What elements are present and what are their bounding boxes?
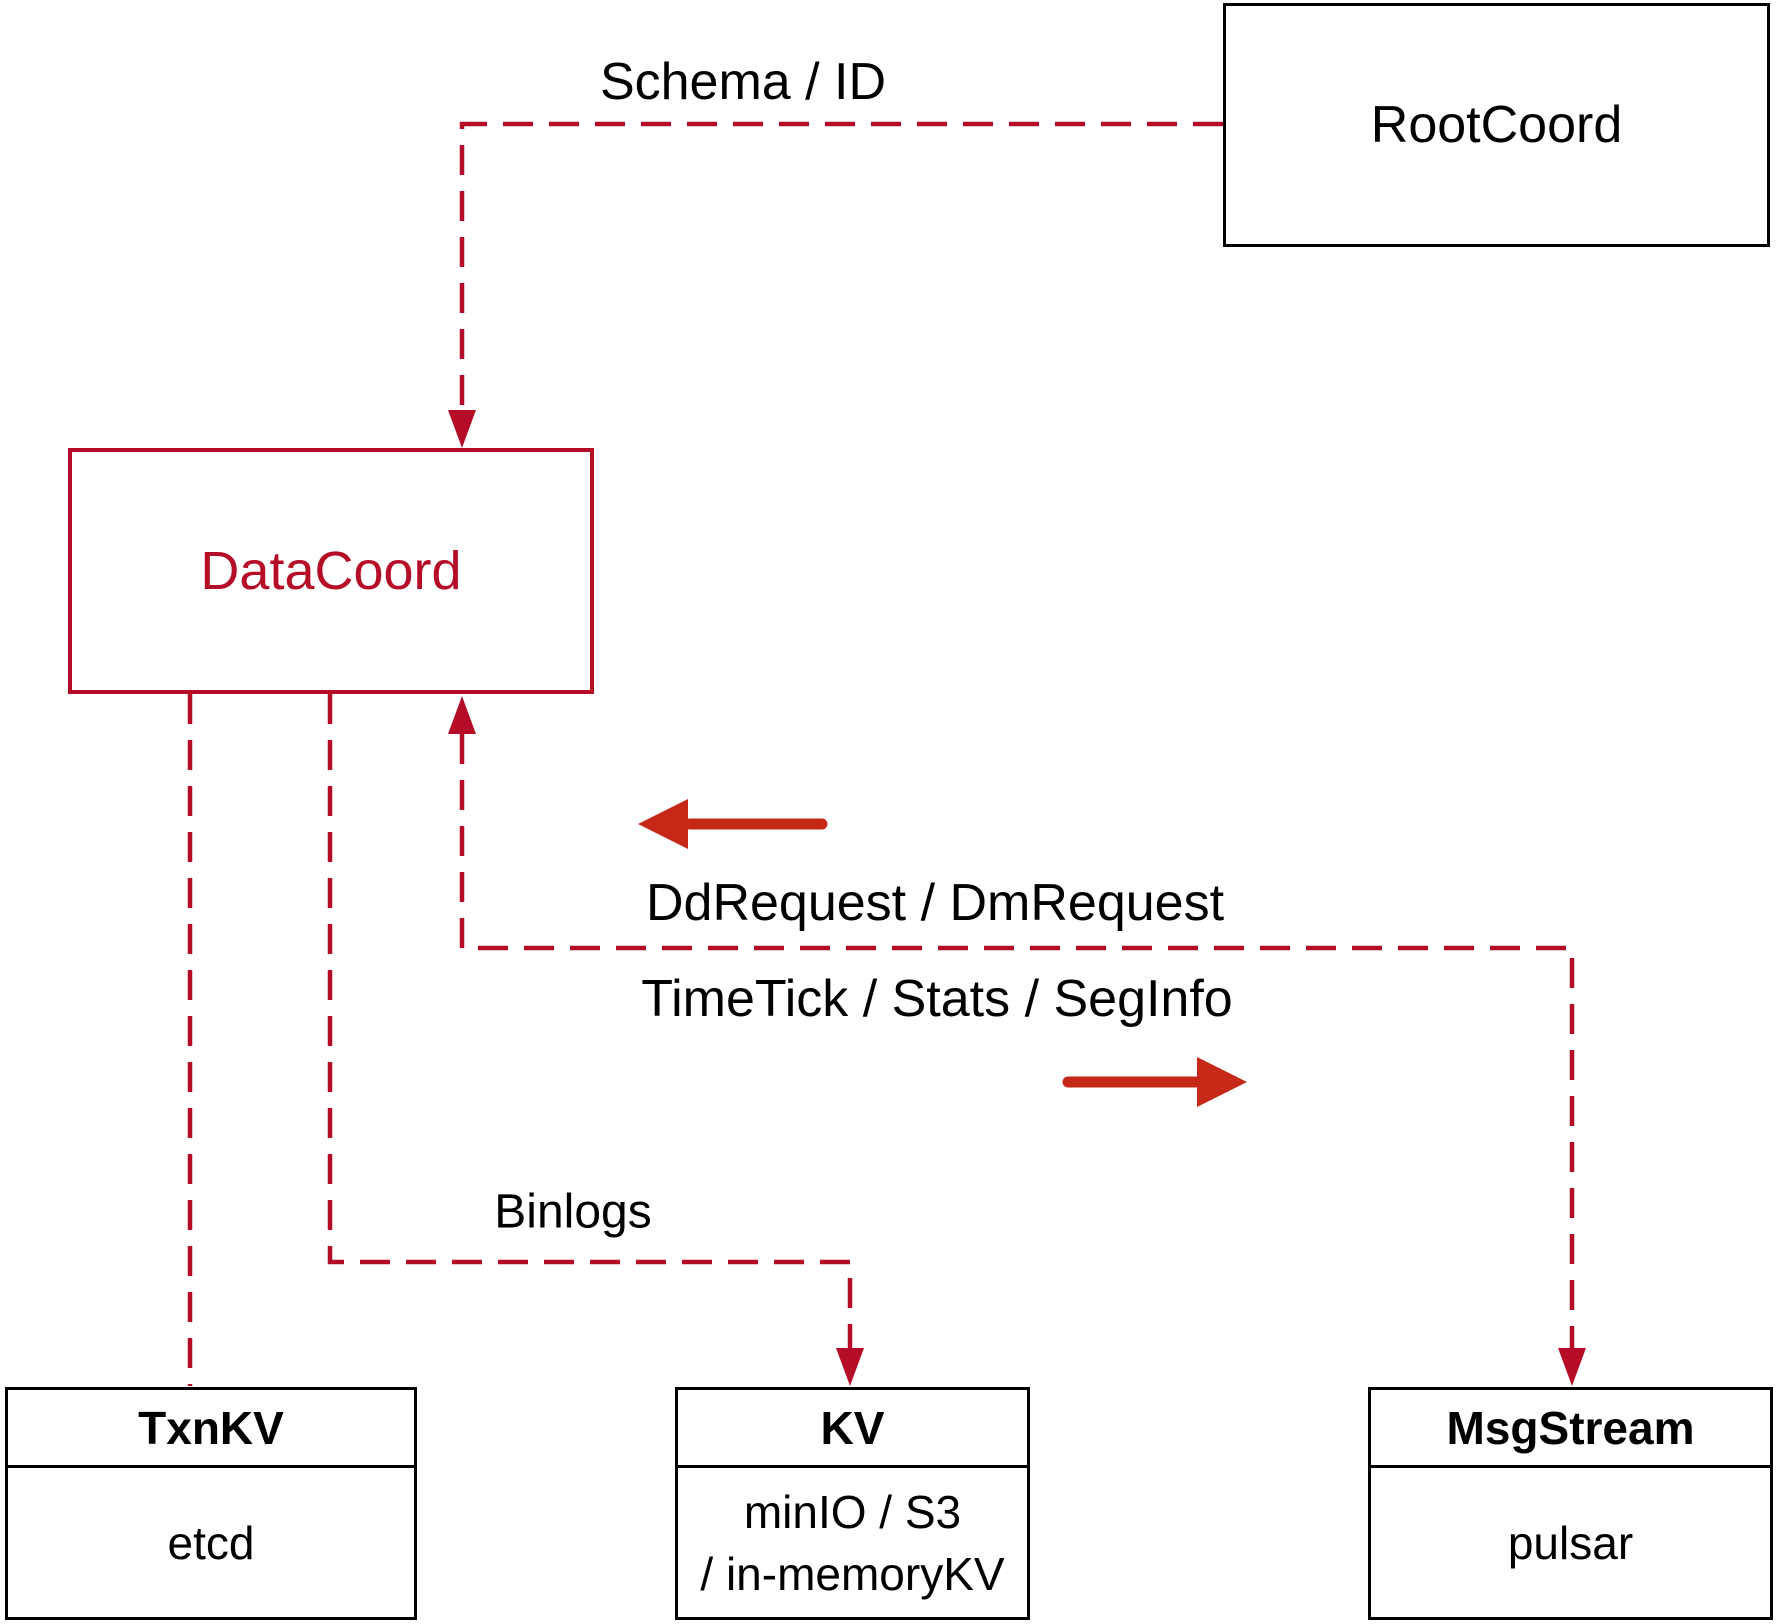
rootcoord-label: RootCoord [1370,96,1623,154]
kv-impl-line2: / in-memoryKV [700,1547,1005,1600]
txnkv-title: TxnKV [8,1390,414,1468]
label-schema-id: Schema / ID [599,53,887,111]
label-binlogs: Binlogs [494,1185,652,1239]
msgstream-impl: pulsar [1507,1516,1634,1569]
node-rootcoord: RootCoord [1223,3,1770,247]
msgstream-title: MsgStream [1371,1390,1770,1468]
label-timetick-stats-seginfo: TimeTick / Stats / SegInfo [641,970,1233,1028]
edge-datacoord-msgstream [459,734,1575,1348]
node-kv: KV minIO / S3 / in-memoryKV [675,1387,1030,1620]
txnkv-impl: etcd [167,1516,255,1569]
arrowhead-into-kv-icon [836,1348,864,1386]
right-flow-arrow-icon [1197,1057,1247,1107]
label-ddrequest-dmrequest: DdRequest / DmRequest [645,874,1225,932]
left-flow-arrow-icon [638,799,688,849]
node-txnkv: TxnKV etcd [5,1387,417,1620]
edge-binlogs [327,694,853,1348]
arrowhead-into-msgstream-icon [1558,1348,1586,1386]
node-datacoord: DataCoord [68,448,594,694]
arrowhead-into-datacoord-bottom-icon [448,696,476,734]
kv-body: minIO / S3 / in-memoryKV [678,1468,1027,1617]
datacoord-label: DataCoord [200,541,462,601]
kv-impl-line1: minIO / S3 [743,1485,962,1538]
edge-schema-id [459,121,1223,412]
node-msgstream: MsgStream pulsar [1368,1387,1773,1620]
arrowhead-into-datacoord-top-icon [448,410,476,448]
kv-title: KV [678,1390,1027,1468]
txnkv-body: etcd [8,1468,414,1617]
msgstream-body: pulsar [1371,1468,1770,1617]
